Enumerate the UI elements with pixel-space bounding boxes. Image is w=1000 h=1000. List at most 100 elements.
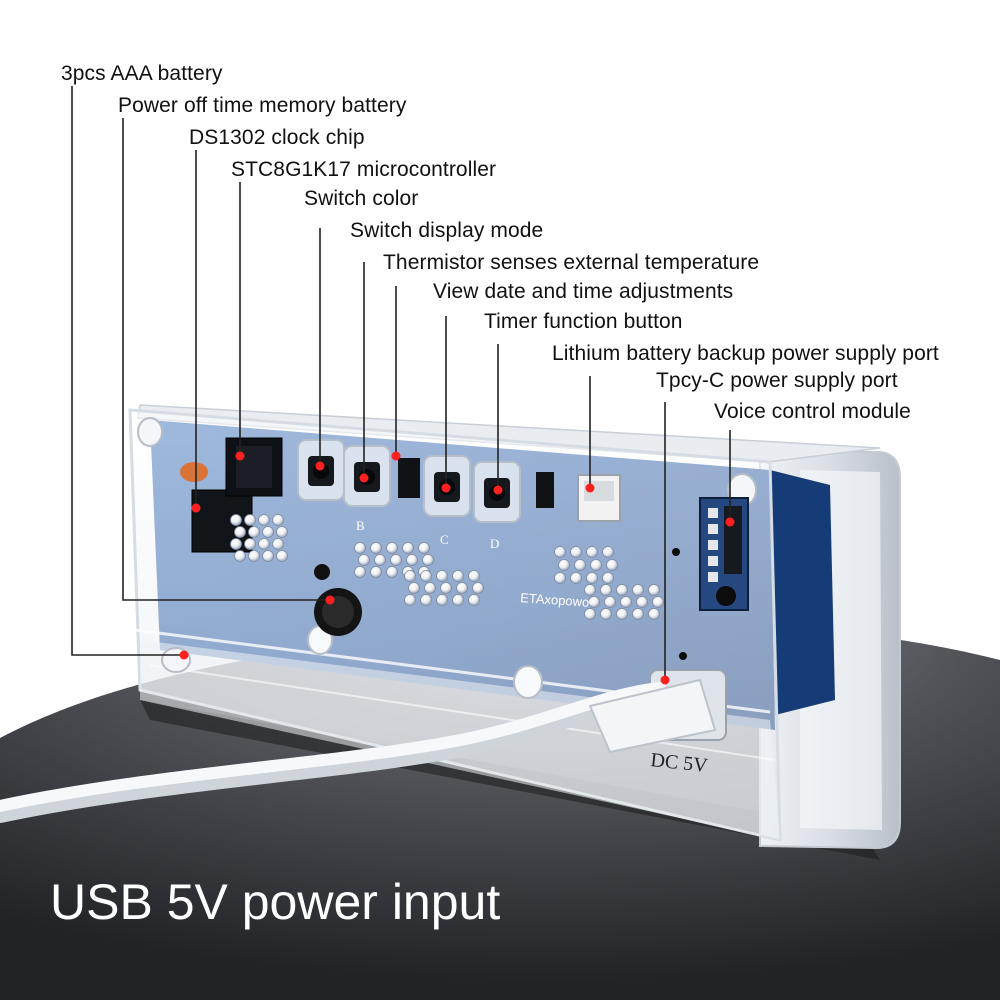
led [354, 566, 366, 578]
callout-voice-control-module: Voice control module [714, 400, 911, 423]
led [386, 566, 398, 578]
led [404, 594, 416, 606]
led [636, 596, 648, 608]
callout-leaders [71, 86, 735, 685]
led [648, 608, 660, 620]
led [584, 584, 596, 596]
led [408, 582, 420, 594]
led [248, 526, 260, 538]
led [586, 546, 598, 558]
led [452, 594, 464, 606]
leader-line [122, 118, 330, 601]
led [404, 570, 416, 582]
leader-line [71, 86, 184, 656]
led [420, 570, 432, 582]
led [554, 572, 566, 584]
marker-dot [493, 485, 503, 495]
led [230, 538, 242, 550]
callout-power-off-memory-battery: Power off time memory battery [118, 94, 407, 117]
led [468, 570, 480, 582]
led [358, 554, 370, 566]
led [258, 538, 270, 550]
marker-dot [441, 483, 451, 493]
led [570, 546, 582, 558]
led [588, 596, 600, 608]
pcb-brand-text: ETAxopowo [520, 590, 590, 610]
led [276, 550, 288, 562]
led [584, 608, 596, 620]
callout-3pcs-aaa-battery: 3pcs AAA battery [61, 62, 223, 85]
led [272, 538, 284, 550]
led [554, 546, 566, 558]
callout-view-date-time: View date and time adjustments [433, 280, 734, 303]
led [574, 559, 586, 571]
led [272, 514, 284, 526]
led [632, 608, 644, 620]
led [406, 554, 418, 566]
led [436, 594, 448, 606]
pcb-letter-b: B [356, 518, 365, 533]
marker-dot [391, 451, 401, 461]
pcb-letter-d: D [490, 536, 499, 551]
led [234, 526, 246, 538]
led [424, 582, 436, 594]
led-matrix [230, 514, 664, 620]
callout-switch-color: Switch color [304, 187, 419, 210]
led [648, 584, 660, 596]
led [244, 514, 256, 526]
callout-switch-display-mode: Switch display mode [350, 219, 544, 242]
led [632, 584, 644, 596]
marker-dot [660, 675, 670, 685]
led [386, 542, 398, 554]
led [590, 559, 602, 571]
callout-timer-button: Timer function button [484, 310, 683, 333]
led [440, 582, 452, 594]
led [374, 554, 386, 566]
led [616, 584, 628, 596]
led [456, 582, 468, 594]
callout-type-c-port: Tpcy-C power supply port [656, 369, 898, 392]
pcb-letter-c: C [440, 532, 449, 547]
led [616, 608, 628, 620]
marker-dot [315, 461, 325, 471]
led [606, 559, 618, 571]
led [602, 546, 614, 558]
led [390, 554, 402, 566]
marker-dot [359, 473, 369, 483]
led [258, 514, 270, 526]
led [248, 550, 260, 562]
led [262, 526, 274, 538]
led [262, 550, 274, 562]
marker-dot [585, 483, 595, 493]
led [354, 542, 366, 554]
led [452, 570, 464, 582]
marker-dot [325, 595, 335, 605]
led [600, 608, 612, 620]
led [586, 572, 598, 584]
led [652, 596, 664, 608]
marker-dot [725, 517, 735, 527]
marker-dot [191, 503, 201, 513]
caption-usb-power-input: USB 5V power input [50, 874, 501, 930]
led [370, 542, 382, 554]
led [420, 594, 432, 606]
led [230, 514, 242, 526]
led [370, 566, 382, 578]
callout-thermistor: Thermistor senses external temperature [383, 251, 760, 274]
led [570, 572, 582, 584]
led [422, 554, 434, 566]
led [620, 596, 632, 608]
led [472, 582, 484, 594]
led [604, 596, 616, 608]
led [276, 526, 288, 538]
led [244, 538, 256, 550]
callout-stc8g1k17-microcontroller: STC8G1K17 microcontroller [231, 158, 497, 181]
led [402, 542, 414, 554]
callout-lithium-backup-port: Lithium battery backup power supply port [552, 342, 939, 365]
led [436, 570, 448, 582]
callout-ds1302-clock-chip: DS1302 clock chip [189, 126, 365, 149]
battery-holder [191, 489, 253, 553]
marker-dot [179, 650, 189, 660]
led [418, 542, 430, 554]
